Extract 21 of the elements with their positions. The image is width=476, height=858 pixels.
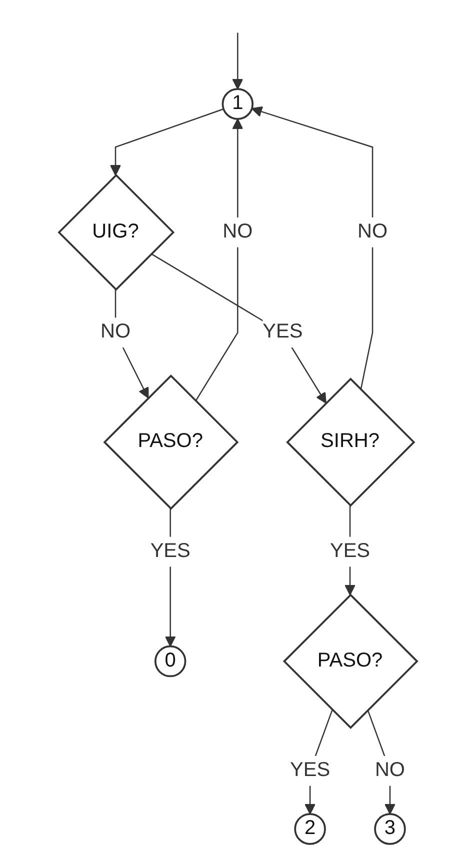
arrow [110, 108, 224, 176]
edge-label: NO [222, 221, 253, 242]
node-diamond: PASO? [103, 374, 239, 510]
node-diamond: SIRH? [286, 378, 416, 507]
edge-label: YES [262, 321, 303, 343]
edge-label: NO [100, 321, 130, 343]
edge-label: NO [357, 221, 388, 242]
node-circle: 0 [154, 645, 186, 678]
node-diamond: PASO? [282, 594, 418, 730]
edge-label: YES [290, 760, 330, 781]
edge-label: NO [374, 760, 405, 781]
arrow [195, 118, 244, 402]
arrow [232, 32, 244, 90]
arrow [251, 106, 374, 390]
arrow [150, 253, 326, 404]
node-diamond: UIG? [58, 174, 175, 291]
edge-label: YES [330, 540, 370, 562]
node-circle: 3 [374, 813, 406, 845]
node-circle: 2 [294, 813, 326, 845]
node-circle: 1 [222, 88, 254, 120]
edge-label: YES [150, 540, 190, 562]
